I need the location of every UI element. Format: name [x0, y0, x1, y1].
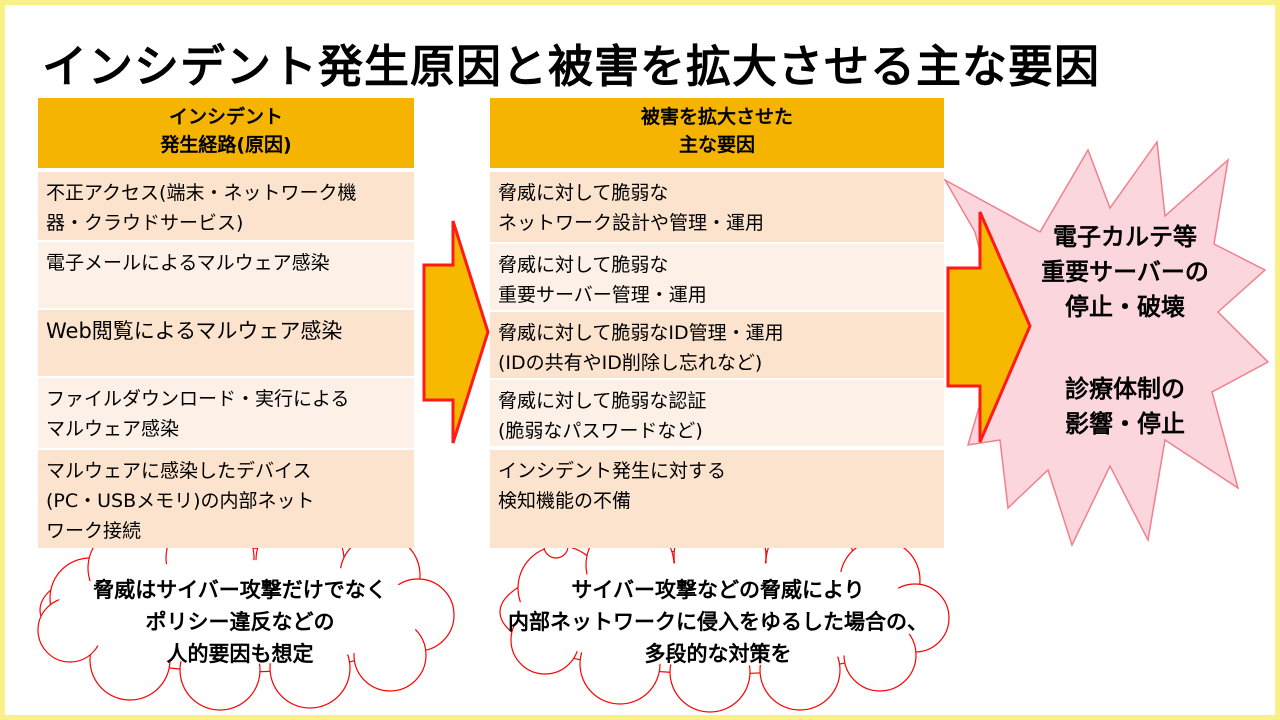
factor-text: 脅威に対して脆弱な	[498, 254, 669, 276]
factor-text: ネットワーク設計や管理・運用	[498, 212, 765, 234]
cloud-line: 内部ネットワークに侵入をゆるした場合の、	[508, 610, 928, 634]
cause-item: 不正アクセス(端末・ネットワーク機 器・クラウドサービス)	[38, 172, 414, 240]
result-text-primary: 電子カルテ等 重要サーバーの 停止・破壊	[1010, 220, 1240, 325]
factor-item: 脅威に対して脆弱な ネットワーク設計や管理・運用	[490, 172, 944, 242]
left-column-header: インシデント 発生経路(原因)	[38, 98, 414, 168]
cause-text: ワーク接続	[46, 520, 142, 542]
cause-text: 不正アクセス(端末・ネットワーク機	[46, 182, 357, 204]
factor-item: 脅威に対して脆弱な認証 (脆弱なパスワードなど)	[490, 380, 944, 446]
header-line: 発生経路(原因)	[160, 134, 292, 156]
cloud-line: サイバー攻撃などの脅威により	[571, 578, 865, 602]
cause-text: マルウェアに感染したデバイス	[46, 460, 312, 482]
cause-item: マルウェアに感染したデバイス (PC・USBメモリ)の内部ネット ワーク接続	[38, 450, 414, 548]
cloud-right-text: サイバー攻撃などの脅威により 内部ネットワークに侵入をゆるした場合の、 多段的な…	[468, 574, 968, 670]
factor-text: (脆弱なパスワードなど)	[498, 420, 703, 442]
factor-text: 脅威に対して脆弱な認証	[498, 390, 707, 412]
cause-text: マルウェア感染	[46, 418, 180, 440]
cause-text: (PC・USBメモリ)の内部ネット	[46, 490, 315, 512]
result-line: 重要サーバーの	[1041, 258, 1209, 286]
cloud-line: 脅威はサイバー攻撃だけでなく	[93, 578, 387, 602]
result-text-secondary: 診療体制の 影響・停止	[1010, 372, 1240, 442]
cloud-line: ポリシー違反などの	[145, 610, 335, 634]
thought-cloud-right	[499, 509, 950, 713]
right-arrow-icon	[422, 220, 490, 444]
result-line: 診療体制の	[1065, 375, 1185, 403]
header-line: 被害を拡大させた	[640, 106, 793, 128]
factor-text: (IDの共有やID削除し忘れなど)	[498, 352, 763, 374]
page-title: インシデント発生原因と被害を拡大させる主な要因	[42, 40, 1101, 93]
factor-text: 脅威に対して脆弱なID管理・運用	[498, 322, 784, 344]
factor-text: 重要サーバー管理・運用	[498, 284, 707, 306]
middle-column-header: 被害を拡大させた 主な要因	[490, 98, 944, 168]
cause-text: 器・クラウドサービス)	[46, 212, 244, 234]
cloud-line: 多段的な対策を	[644, 642, 792, 666]
cause-text: Web閲覧によるマルウェア感染	[46, 319, 343, 343]
cause-item: 電子メールによるマルウェア感染	[38, 242, 414, 308]
factor-item: インシデント発生に対する 検知機能の不備	[490, 450, 944, 548]
factor-text: インシデント発生に対する	[498, 460, 727, 482]
header-line: インシデント	[168, 106, 283, 128]
result-line: 電子カルテ等	[1053, 223, 1197, 251]
header-line: 主な要因	[678, 134, 755, 156]
result-line: 影響・停止	[1065, 410, 1185, 438]
cause-text: 電子メールによるマルウェア感染	[46, 252, 330, 274]
cause-item: Web閲覧によるマルウェア感染	[38, 310, 414, 376]
factor-text: 脅威に対して脆弱な	[498, 182, 669, 204]
result-line: 停止・破壊	[1065, 293, 1185, 321]
cloud-left-text: 脅威はサイバー攻撃だけでなく ポリシー違反などの 人的要因も想定	[40, 574, 440, 670]
cloud-line: 人的要因も想定	[166, 642, 314, 666]
cause-text: ファイルダウンロード・実行による	[46, 388, 350, 410]
right-arrow-icon	[946, 211, 1032, 443]
factor-text: 検知機能の不備	[498, 490, 632, 512]
cause-item: ファイルダウンロード・実行による マルウェア感染	[38, 378, 414, 448]
factor-item: 脅威に対して脆弱な 重要サーバー管理・運用	[490, 244, 944, 310]
factor-item: 脅威に対して脆弱なID管理・運用 (IDの共有やID削除し忘れなど)	[490, 312, 944, 378]
